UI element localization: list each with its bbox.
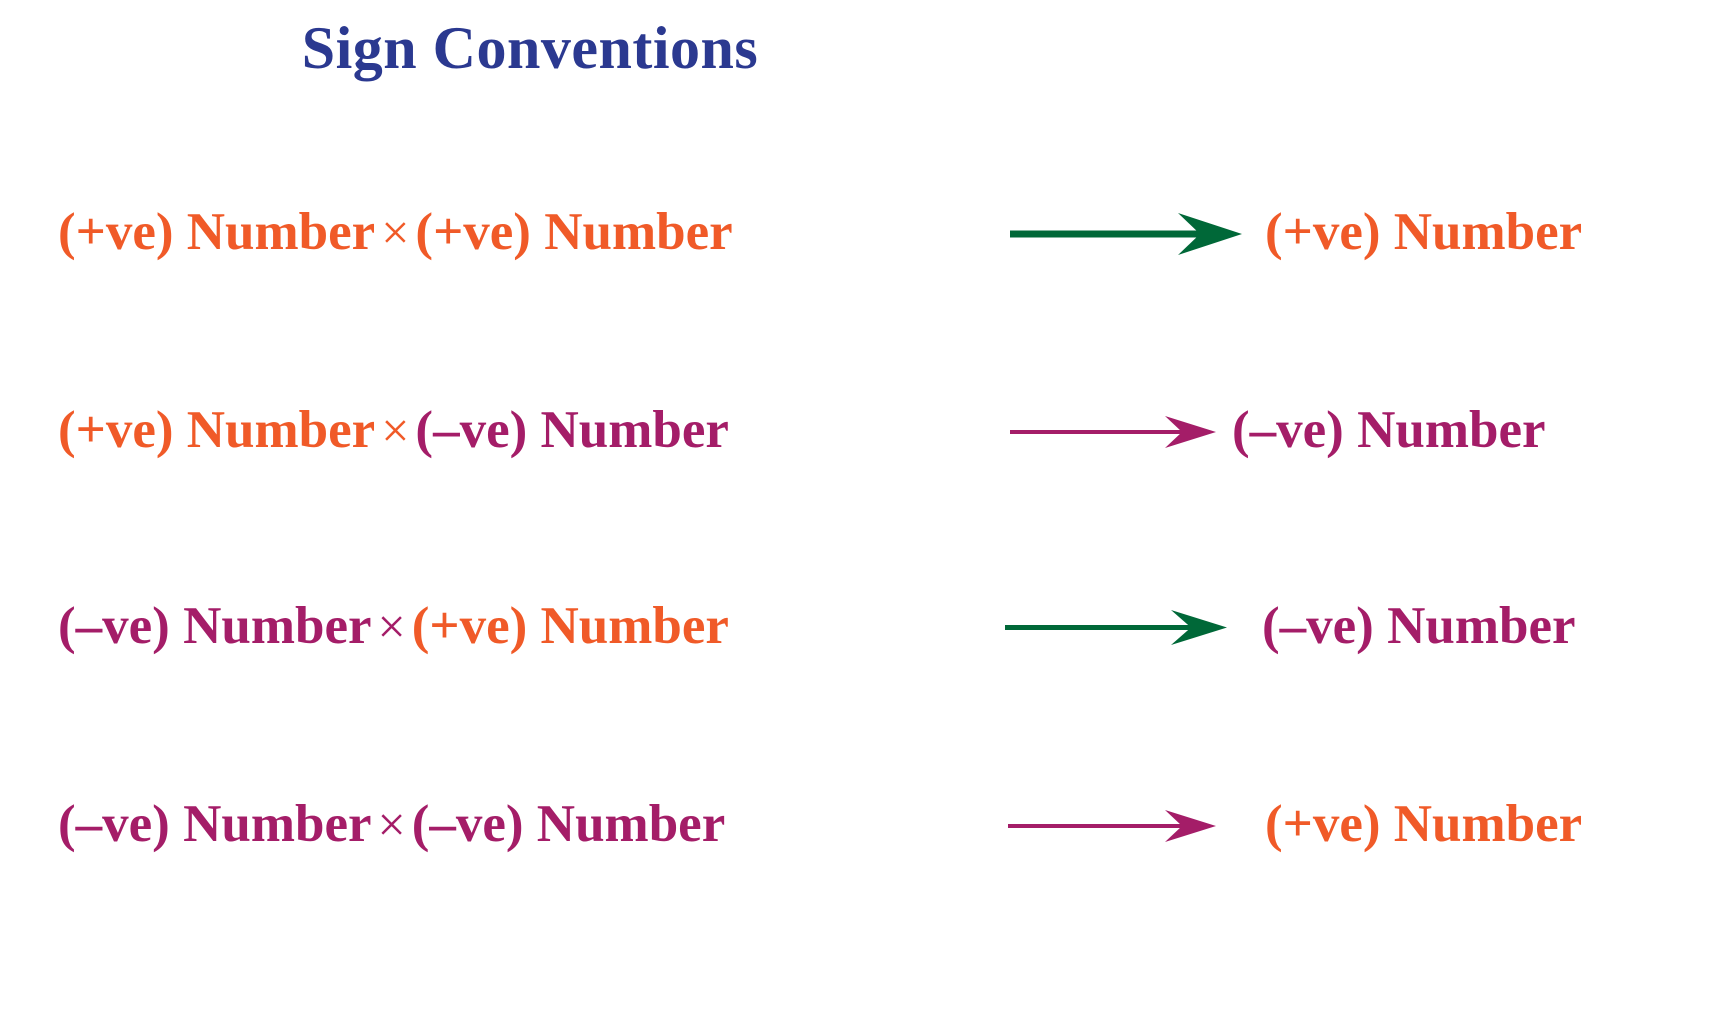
rule-1-right-sign: (+ve): [415, 203, 531, 261]
rule-2-arrow: [1010, 394, 1260, 466]
rule-4-left-expression: (–ve) Number×(–ve) Number: [58, 788, 725, 860]
rule-4-result-word: Number: [1393, 795, 1583, 853]
rule-2-right-word: Number: [540, 401, 729, 459]
rule-3-left-word: Number: [183, 597, 372, 655]
rule-row-4: (–ve) Number×(–ve) Number (+ve) Number: [0, 788, 1735, 860]
rule-1-result-word: Number: [1393, 203, 1583, 261]
rule-3-operator: ×: [377, 598, 406, 654]
rule-4-arrow: [1008, 788, 1258, 860]
rule-4-result-sign: (+ve): [1265, 795, 1381, 853]
rule-2-result-word: Number: [1357, 401, 1546, 459]
rule-4-right-sign: (–ve): [411, 795, 524, 853]
rule-2-left-expression: (+ve) Number×(–ve) Number: [58, 394, 729, 466]
rule-1-left-word: Number: [186, 203, 376, 261]
rule-3-result-word: Number: [1387, 597, 1576, 655]
rule-3-result-sign: (–ve): [1262, 597, 1374, 655]
rule-4-result: (+ve) Number: [1265, 788, 1582, 860]
rule-row-2: (+ve) Number×(–ve) Number (–ve) Number: [0, 394, 1735, 466]
rule-2-result-sign: (–ve): [1232, 401, 1344, 459]
rule-3-right-sign: (+ve): [411, 597, 528, 655]
rule-3-left-sign: (–ve): [58, 597, 170, 655]
rule-2-operator: ×: [381, 402, 410, 458]
rule-1-result: (+ve) Number: [1265, 196, 1582, 268]
rule-row-3: (–ve) Number×(+ve) Number (–ve) Number: [0, 590, 1735, 662]
rule-4-right-word: Number: [536, 795, 726, 853]
rule-row-1: (+ve) Number×(+ve) Number (+ve) Number: [0, 196, 1735, 268]
page-title: Sign Conventions: [301, 15, 759, 81]
rule-1-left-expression: (+ve) Number×(+ve) Number: [58, 196, 733, 268]
rule-2-left-word: Number: [186, 401, 376, 459]
rule-2-right-sign: (–ve): [415, 401, 528, 459]
rule-3-arrow: [1005, 590, 1255, 662]
rule-4-operator: ×: [377, 796, 406, 852]
rule-1-operator: ×: [381, 204, 410, 260]
rule-3-result: (–ve) Number: [1262, 590, 1576, 662]
rule-3-right-word: Number: [540, 597, 729, 655]
rule-1-right-word: Number: [544, 203, 733, 261]
rule-4-left-word: Number: [183, 795, 372, 853]
rule-2-left-sign: (+ve): [58, 401, 174, 459]
rule-4-left-sign: (–ve): [58, 795, 170, 853]
rule-1-left-sign: (+ve): [58, 203, 174, 261]
rule-1-result-sign: (+ve): [1265, 203, 1381, 261]
rule-2-result: (–ve) Number: [1232, 394, 1546, 466]
rule-3-left-expression: (–ve) Number×(+ve) Number: [58, 590, 729, 662]
rule-1-arrow: [1010, 196, 1260, 268]
